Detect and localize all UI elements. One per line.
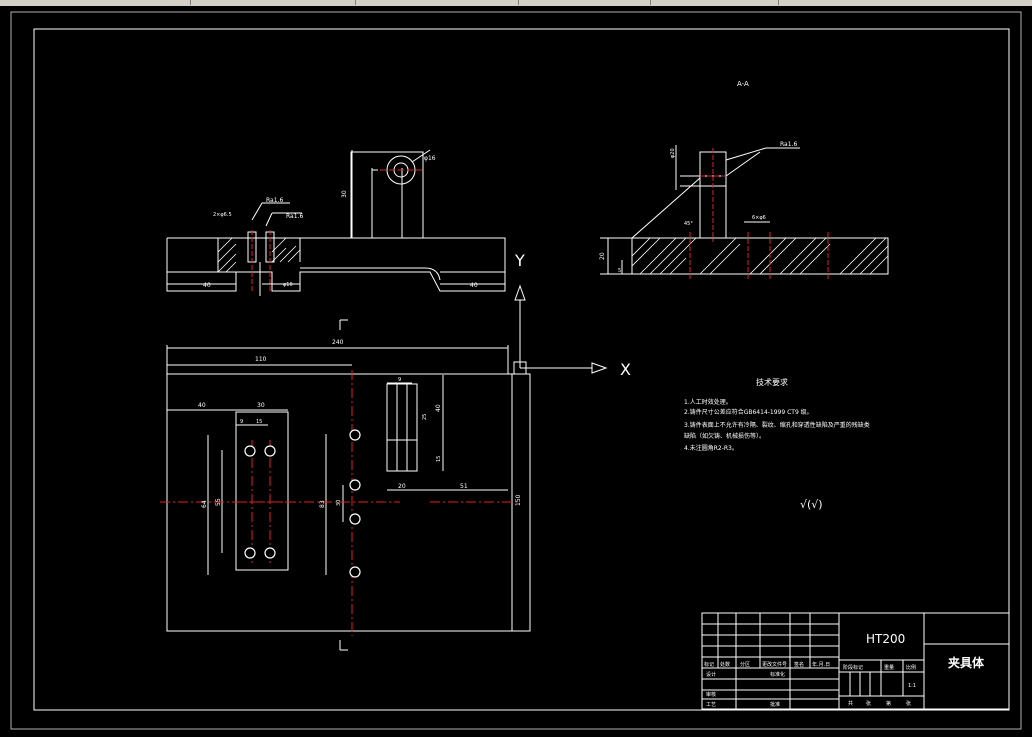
title-block-cell: 阶段标记 <box>843 664 863 671</box>
bolt-holes <box>244 429 361 578</box>
title-block-header: 年.月.日 <box>812 661 830 668</box>
title-block-header: 标记 <box>704 661 714 668</box>
tech-requirement-item: 4.未注圆角R2-R3。 <box>684 444 738 452</box>
dim-text: φ16 <box>424 155 436 162</box>
title-block-cell: 工艺 <box>706 702 716 708</box>
toolbar-divider <box>778 0 779 5</box>
dim-text: 55 <box>215 498 222 506</box>
front-view <box>166 149 506 296</box>
dim-text: 30 <box>336 500 342 506</box>
dim-text: φ20 <box>670 148 676 158</box>
dim-text: 9 <box>398 377 401 383</box>
dim-text: 51 <box>460 483 468 490</box>
general-roughness-note: √(√) <box>800 498 823 511</box>
dim-text: 6×φ6 <box>752 215 766 221</box>
title-block-header: 处数 <box>720 661 730 668</box>
centerlines <box>160 370 520 636</box>
dim-text: 110 <box>255 356 267 363</box>
dim-text: 2×φ6.5 <box>213 212 232 218</box>
dim-text: 40 <box>198 402 206 409</box>
tech-requirements-title: 技术要求 <box>756 377 788 387</box>
dim-text: 20 <box>398 483 406 490</box>
title-block <box>701 612 1010 710</box>
dim-text: 9 <box>240 419 243 425</box>
sheet-inner-border <box>33 28 1010 711</box>
tech-requirement-item: 缺陷（如欠铸、机械损伤等）。 <box>684 432 765 440</box>
title-block-header: 分区 <box>740 661 750 668</box>
title-block-cell: 设计 <box>706 671 716 678</box>
dim-text: 15 <box>436 456 442 462</box>
window-toolbar-strip <box>0 0 1032 6</box>
dim-text: 30 <box>341 190 348 198</box>
section-label: A-A <box>737 80 749 88</box>
title-block-cell: 比例 <box>906 664 916 671</box>
dim-text: 40 <box>203 282 211 289</box>
dim-text: 25 <box>422 414 428 420</box>
tech-requirement-item: 2.铸件尺寸公差应符合GB6414-1999 CT9 级。 <box>684 408 813 416</box>
title-block-cell: 张 <box>906 700 911 707</box>
dim-text: 83 <box>319 500 326 508</box>
toolbar-divider <box>650 0 651 5</box>
dim-text: 64 <box>201 500 208 508</box>
part-name: 夹具体 <box>948 655 985 670</box>
x-axis-label: X <box>620 360 631 379</box>
section-hatch <box>631 237 889 275</box>
dim-text: 150 <box>515 494 522 506</box>
toolbar-divider <box>355 0 356 5</box>
axis-indicator <box>513 284 608 375</box>
roughness-label: Ra1.6 <box>780 141 797 148</box>
dim-text: 40 <box>435 404 442 412</box>
roughness-label: Ra1.6 <box>266 197 283 204</box>
roughness-label: Ra1.6 <box>286 213 303 220</box>
dim-text: 5 <box>618 268 621 274</box>
title-block-cell: 重量 <box>884 664 894 671</box>
dim-text: 240 <box>332 339 344 346</box>
title-block-cell: 共 <box>848 700 853 707</box>
material-label: HT200 <box>866 632 905 646</box>
y-axis-label: Y <box>514 251 525 270</box>
dim-text: 30 <box>257 402 265 409</box>
scale-value: 1:1 <box>908 683 916 689</box>
cad-drawing-canvas[interactable]: 40 40 Ra1.6 Ra1.6 2×φ6.5 φ10 30 φ16 Y X <box>0 6 1032 733</box>
toolbar-divider <box>518 0 519 5</box>
title-block-header: 更改文件号 <box>762 661 787 668</box>
dim-text: 45° <box>684 221 693 227</box>
plan-view <box>166 319 531 651</box>
dim-text: φ10 <box>283 282 293 288</box>
title-block-cell: 审核 <box>706 691 716 698</box>
title-block-cell: 张 <box>866 700 871 707</box>
tech-requirement-item: 1.人工时效处理。 <box>684 398 732 406</box>
dim-text: 20 <box>599 252 606 260</box>
title-block-cell: 标准化 <box>770 671 785 678</box>
dim-text: 15 <box>256 419 262 425</box>
section-centerlines <box>689 148 829 280</box>
toolbar-divider <box>190 0 191 5</box>
title-block-cell: 第 <box>886 700 891 707</box>
title-block-header: 签名 <box>794 661 804 668</box>
title-block-cell: 批准 <box>770 701 780 708</box>
tech-requirement-item: 3.铸件表面上不允许有冷隔、裂纹、缩孔和穿透性缺陷及严重的残缺类 <box>684 421 870 429</box>
dim-text: 40 <box>470 282 478 289</box>
sheet-outer-border <box>10 11 1022 730</box>
